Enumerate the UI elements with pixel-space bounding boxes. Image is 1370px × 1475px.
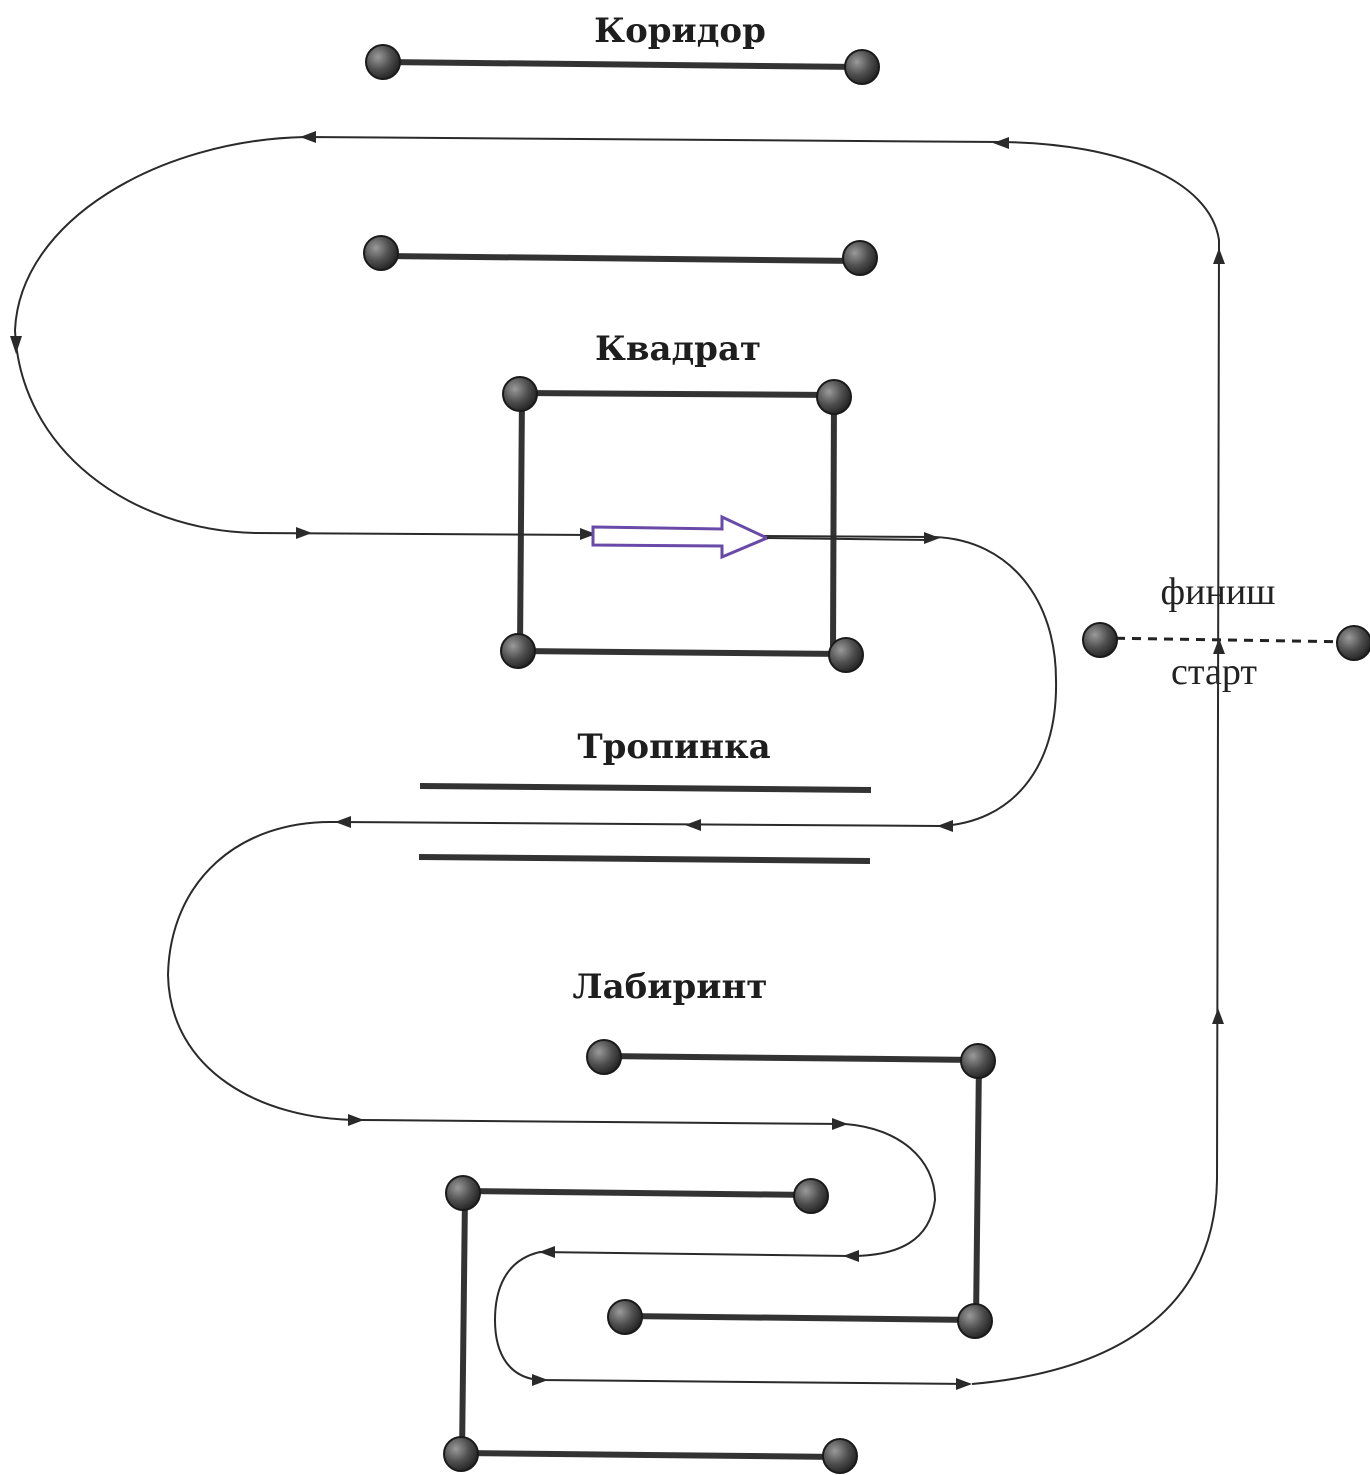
marker-ball: [1336, 625, 1370, 661]
labyrinth-obstacle: [459, 1053, 982, 1460]
square-top-side: [519, 390, 835, 398]
square-right-side: [830, 394, 837, 654]
marker-ball: [1082, 622, 1118, 658]
route-arrow-up-2: [1213, 638, 1225, 654]
marker-ball: [445, 1175, 481, 1211]
marker-ball: [607, 1299, 643, 1335]
square-obstacle: [517, 390, 847, 657]
route-arrow-up-3: [1213, 248, 1225, 264]
marker-ball: [822, 1438, 858, 1474]
corridor-top-bar: [382, 59, 863, 70]
route-arrow-left-4: [685, 819, 701, 831]
marker-ball: [793, 1178, 829, 1214]
path-label: Тропинка: [577, 727, 770, 767]
route-arrow-left-6: [843, 1250, 859, 1262]
marker-ball: [365, 44, 401, 80]
square-bottom-side: [517, 648, 847, 657]
labyrinth-bar-top: [603, 1053, 979, 1063]
route-arrow-right-3: [924, 532, 940, 544]
marker-ball: [844, 49, 880, 85]
route-arrow-left-3: [937, 820, 953, 832]
route-arrow-left-1: [993, 137, 1009, 149]
route-arrow-right-1: [296, 527, 312, 539]
route-arrow-down-1: [10, 336, 22, 354]
labyrinth-bar-bottom: [460, 1450, 842, 1460]
labyrinth-bar-middle-left: [462, 1188, 813, 1198]
route-arrow-right-4: [348, 1114, 364, 1126]
route-arrow-right-6: [532, 1374, 548, 1386]
square-label: Квадрат: [595, 329, 761, 369]
route-arrow-right-5: [832, 1118, 848, 1130]
corridor-label: Коридор: [594, 11, 766, 51]
marker-ball: [960, 1043, 996, 1079]
marker-ball: [586, 1039, 622, 1075]
corridor-bottom-bar: [382, 253, 861, 264]
marker-ball: [502, 376, 538, 412]
corridor-obstacle: [382, 59, 863, 264]
route-arrow-right-2: [580, 528, 596, 540]
square-left-side: [517, 392, 525, 651]
route-arrow-left-2: [300, 131, 316, 143]
marker-ball: [443, 1436, 479, 1472]
marker-ball: [816, 379, 852, 415]
markers: [363, 44, 1370, 1474]
route-arrow-up-1: [1212, 1008, 1224, 1024]
route-arrow-right-7: [956, 1378, 972, 1390]
route-path: [10, 131, 1225, 1390]
start-label: старт: [1171, 651, 1257, 693]
marker-ball: [842, 240, 878, 276]
route-arrow-left-5: [335, 816, 351, 828]
path-lower-line: [418, 854, 871, 864]
labyrinth-bar-right-vertical: [973, 1059, 982, 1323]
route-arrow-left-7: [539, 1246, 555, 1258]
path-obstacle: [418, 783, 872, 864]
marker-ball: [363, 235, 399, 271]
marker-ball: [500, 633, 536, 669]
path-upper-line: [419, 783, 872, 793]
labyrinth-label: Лабиринт: [573, 967, 768, 1007]
labyrinth-bar-middle-right: [625, 1313, 977, 1323]
direction-arrow-icon: [591, 514, 771, 560]
start-finish-line: [1099, 636, 1357, 644]
labyrinth-bar-left-vertical: [459, 1194, 468, 1456]
marker-ball: [957, 1303, 993, 1339]
marker-ball: [828, 637, 864, 673]
